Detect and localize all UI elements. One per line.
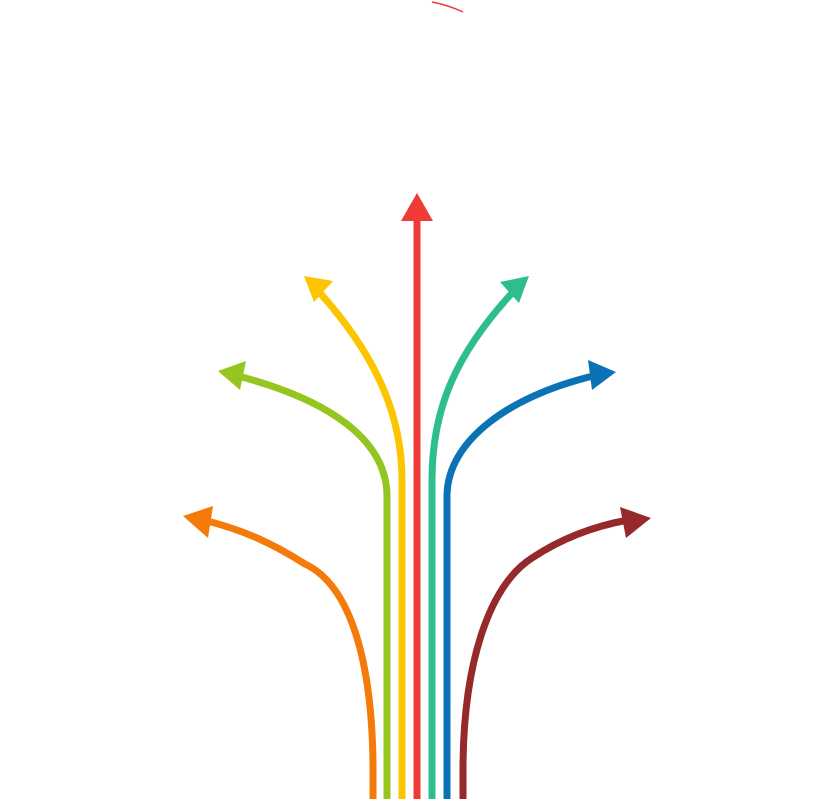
blue-arrow [443, 360, 616, 799]
teal-arrow-shaft [428, 290, 515, 799]
red-arrow-head [401, 193, 433, 221]
yellow-arrow [304, 276, 406, 799]
yellow-arrow-shaft [317, 290, 406, 799]
yellow-arrow-head [304, 276, 333, 302]
maroon-arrow [459, 507, 651, 799]
blue-arrow-head [588, 360, 616, 390]
green-arrow-head [218, 361, 246, 390]
orange-arrow-head [183, 506, 213, 538]
teal-arrow [428, 276, 529, 799]
top-accent-mark [431, 1, 464, 13]
red-arrow [401, 193, 433, 799]
teal-arrow-head [500, 276, 529, 303]
orange-arrow [183, 506, 377, 799]
maroon-arrow-head [620, 507, 651, 538]
blue-arrow-shaft [443, 372, 594, 799]
orange-arrow-shaft [202, 516, 377, 799]
green-arrow [218, 361, 391, 799]
green-arrow-shaft [237, 372, 391, 799]
maroon-arrow-shaft [459, 516, 629, 799]
